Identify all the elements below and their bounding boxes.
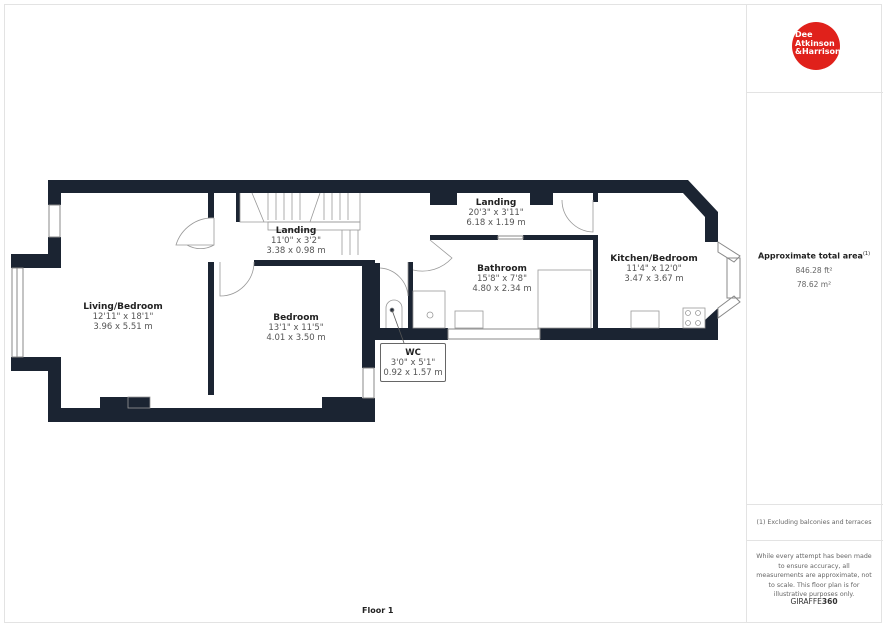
divider	[747, 540, 883, 541]
divider	[747, 92, 883, 93]
logo-line: &Harrison	[795, 47, 841, 56]
giraffe360-brand: GIRAFFE360	[790, 597, 838, 606]
footnote: (1) Excluding balconies and terraces	[756, 519, 872, 526]
floor-label: Floor 1	[362, 606, 394, 615]
fixtures	[127, 192, 706, 409]
total-area-sqft: 846.28 ft²	[795, 266, 833, 275]
walls	[11, 180, 718, 422]
divider	[747, 504, 883, 505]
agency-logo: Dee Atkinson &Harrison	[792, 22, 841, 70]
disclaimer: While every attempt has been made to ens…	[756, 553, 872, 598]
logo-line: Atkinson	[795, 38, 835, 48]
info-sidebar	[746, 4, 883, 623]
windows	[11, 204, 741, 399]
total-area-sqm: 78.62 m²	[796, 280, 832, 289]
logo-line: Dee	[795, 30, 813, 39]
page-frame	[4, 4, 882, 623]
total-area-title: Approximate total area(1)	[757, 251, 871, 261]
